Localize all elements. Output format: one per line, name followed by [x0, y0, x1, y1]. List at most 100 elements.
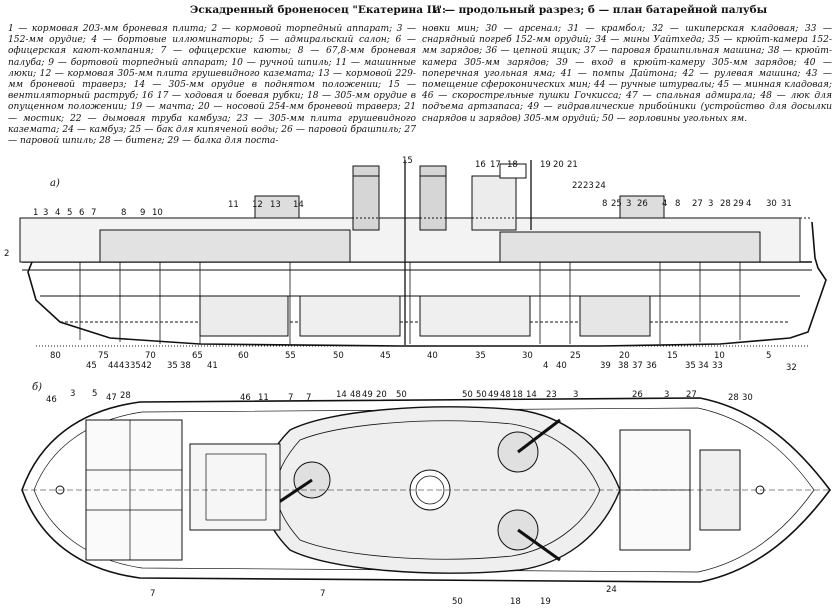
aft-battery — [99, 229, 351, 263]
callout: 23 — [546, 390, 557, 400]
callout: 60 — [238, 351, 249, 361]
callout: 3 — [626, 199, 631, 209]
boiler-room-fore — [419, 295, 531, 337]
callout: 40 — [556, 361, 567, 371]
callout: 16 — [475, 160, 486, 170]
callout: 5 — [766, 351, 771, 361]
section-b-label: б) — [32, 382, 42, 393]
callout: 6 — [79, 208, 84, 218]
callout: 49 — [362, 390, 373, 400]
callout: 65 — [192, 351, 203, 361]
machinery-hatches — [189, 443, 281, 531]
callout: 30 — [522, 351, 533, 361]
callout: 7 — [150, 589, 155, 599]
callout: 35 — [475, 351, 486, 361]
legend-right-column: новки мин; 30 — арсенал; 31 — крамбол; 3… — [422, 24, 832, 124]
bulkheads — [79, 262, 741, 344]
callout: 46 — [46, 395, 57, 405]
callout: 4 — [55, 208, 60, 218]
fore-funnel — [419, 165, 447, 231]
callout: 4 — [543, 361, 548, 371]
callout: 12 — [252, 200, 263, 210]
callout: 55 — [285, 351, 296, 361]
callout: 50 — [396, 390, 407, 400]
callout: 28 — [120, 391, 131, 401]
callout: 7 — [320, 589, 325, 599]
legend-left-column: 1 — кормовая 203-мм броневая плита; 2 — … — [8, 24, 416, 147]
callout: 18 — [510, 597, 521, 607]
callout: 22 — [572, 181, 583, 191]
callout: 14 — [336, 390, 347, 400]
callout: 50 — [452, 597, 463, 607]
callout: 44 — [108, 361, 119, 371]
callout: 3 — [708, 199, 713, 209]
callout: 3 — [664, 390, 669, 400]
section-a-callouts: 1 3 4 5 6 7 8 9 10 11 12 13 14 15 16 17 … — [4, 156, 797, 373]
callout: 21 — [567, 160, 578, 170]
battery-deck-plan: б) — [21, 382, 832, 583]
callout: 28 — [728, 393, 739, 403]
callout: 9 — [140, 208, 145, 218]
callout: 1 — [33, 208, 38, 218]
callout: 7 — [306, 393, 311, 403]
callout: 8 — [602, 199, 607, 209]
callout: 33 — [712, 361, 723, 371]
callout: 25 — [611, 199, 622, 209]
callout: 35 — [167, 361, 178, 371]
callout: 4 — [746, 199, 751, 209]
callout: 14 — [526, 390, 537, 400]
callout: 32 — [786, 363, 797, 373]
callout: 7 — [288, 393, 293, 403]
callout: 23 — [583, 181, 594, 191]
callout: 50 — [462, 390, 473, 400]
callout: 30 — [742, 393, 753, 403]
callout: 24 — [606, 585, 617, 595]
aft-funnel — [352, 165, 380, 231]
callout: 34 — [698, 361, 709, 371]
callout: 17 — [490, 160, 501, 170]
callout: 5 — [67, 208, 72, 218]
figure-title-views: а — продольный разрез; б — план батарейн… — [434, 4, 768, 16]
gun-305mm-positions — [275, 418, 561, 562]
callout: 3 — [573, 390, 578, 400]
fore-battery — [499, 231, 761, 263]
figure-title: Эскадренный броненосец "Екатерина II": а… — [0, 4, 840, 18]
callout: 28 — [720, 199, 731, 209]
callout: 8 — [675, 199, 680, 209]
engine-room — [199, 295, 289, 337]
callout: 48 — [500, 390, 511, 400]
callout: 10 — [714, 351, 725, 361]
callout: 20 — [553, 160, 564, 170]
callout: 49 — [488, 390, 499, 400]
callout: 30 — [766, 199, 777, 209]
callout: 50 — [476, 390, 487, 400]
callout: 80 — [50, 351, 61, 361]
callout: 15 — [667, 351, 678, 361]
callout: 5 — [92, 389, 97, 399]
callout: 29 — [733, 199, 744, 209]
callout: 70 — [145, 351, 156, 361]
callout: 36 — [646, 361, 657, 371]
conning-tower — [471, 175, 517, 231]
callout: 11 — [228, 200, 239, 210]
callout: 45 — [86, 361, 97, 371]
callout: 19 — [540, 160, 551, 170]
callout: 24 — [595, 181, 606, 191]
callout: 46 — [240, 393, 251, 403]
callout: 15 — [402, 156, 413, 166]
callout: 13 — [270, 200, 281, 210]
callout: 38 — [180, 361, 191, 371]
callout: 39 — [600, 361, 611, 371]
callout: 43 — [119, 361, 130, 371]
section-b-callouts: 46 3 5 47 28 46 11 7 7 14 48 49 20 50 50… — [46, 389, 753, 607]
callout: 31 — [781, 199, 792, 209]
callout: 11 — [258, 393, 269, 403]
callout: 42 — [141, 361, 152, 371]
callout: 7 — [91, 208, 96, 218]
callout: 2 — [4, 249, 9, 259]
callout: 47 — [106, 393, 117, 403]
callout: 18 — [507, 160, 518, 170]
callout: 8 — [121, 208, 126, 218]
callout: 25 — [570, 351, 581, 361]
callout: 50 — [333, 351, 344, 361]
